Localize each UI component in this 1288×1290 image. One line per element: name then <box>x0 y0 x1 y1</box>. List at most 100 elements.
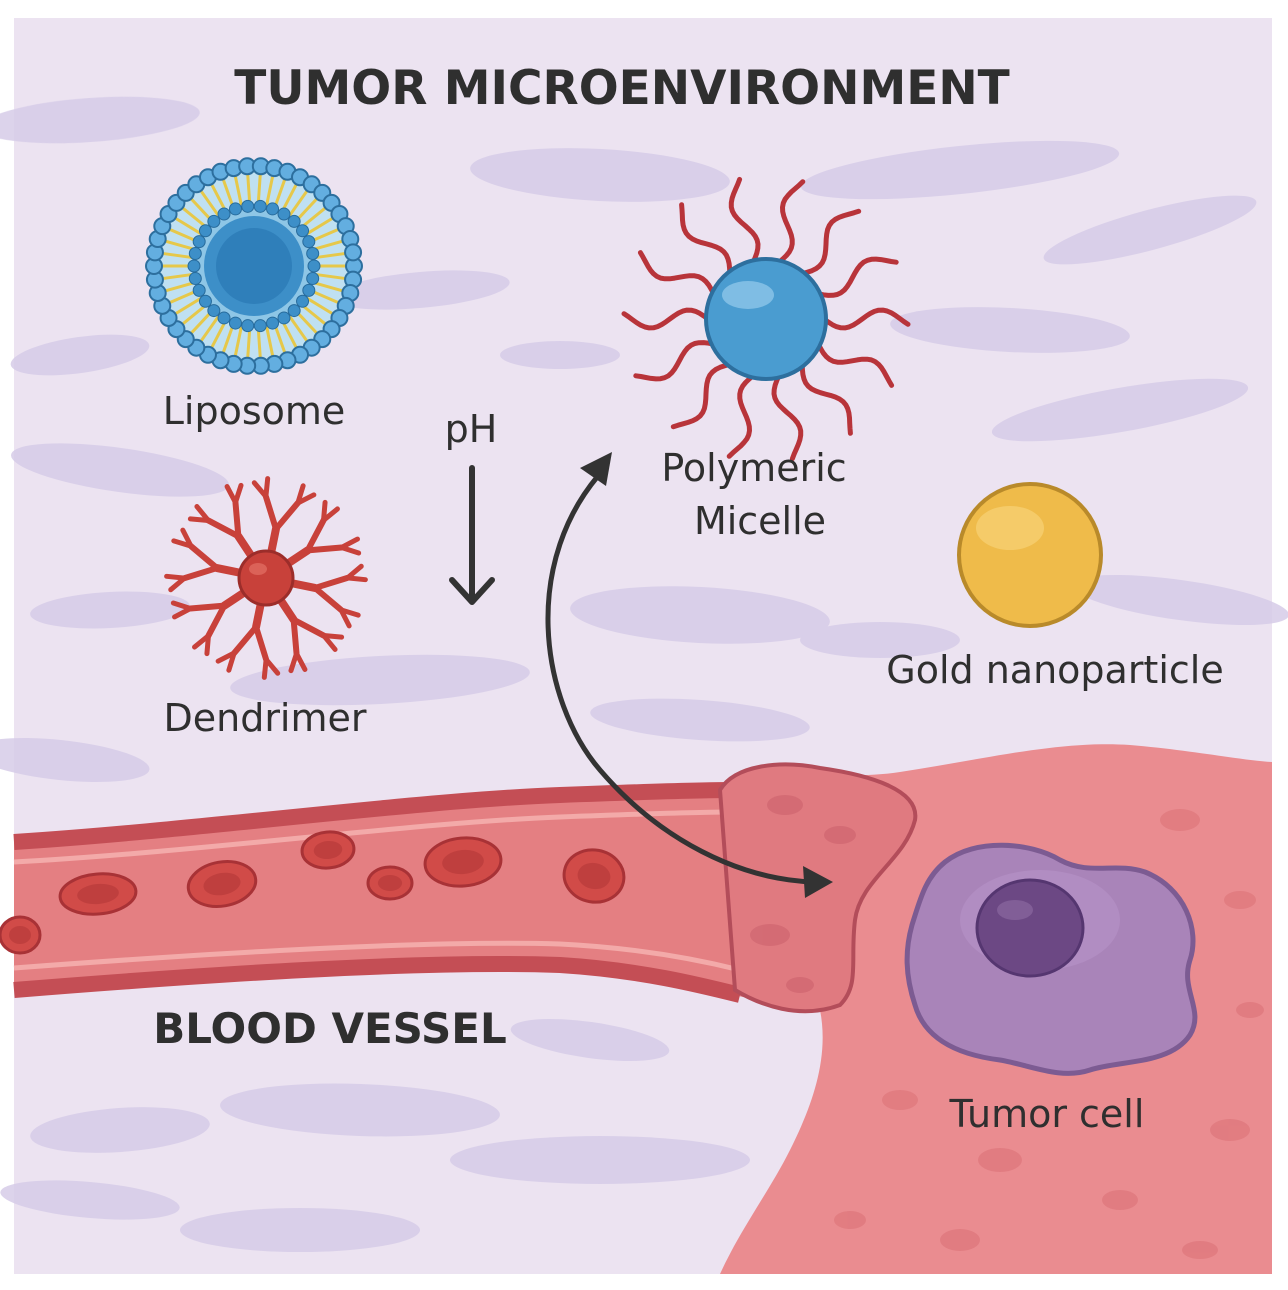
blood-vessel <box>0 782 760 1003</box>
polymer-tail <box>815 341 895 388</box>
transport-arrow <box>545 452 833 898</box>
tissue-streak <box>470 148 730 202</box>
dendrimer-twig <box>180 527 194 549</box>
rbc-center <box>313 840 343 860</box>
dendrimer-twig <box>295 492 317 506</box>
lipid-tail <box>288 315 311 346</box>
lipid-head-inner <box>207 214 221 228</box>
lipid-tail <box>171 214 202 236</box>
lipid-head-inner <box>207 304 221 318</box>
lipid-tail <box>232 171 243 206</box>
tissue-spot <box>1210 1119 1250 1141</box>
dendrimer-subbranch <box>187 543 220 572</box>
tissue-streak <box>0 1180 180 1220</box>
dendrimer-twig <box>338 607 352 629</box>
rbc-center <box>377 875 403 891</box>
lipid-tail <box>273 175 288 209</box>
tissue-streak <box>570 586 830 644</box>
dendrimer-subbranch <box>312 574 351 591</box>
lipid-tail <box>220 175 235 209</box>
polymer-tail <box>726 373 756 459</box>
junction-spots <box>750 795 856 993</box>
dendrimer-core <box>237 549 295 607</box>
lipid-tail <box>165 226 198 243</box>
micelle-label-line1: Polymeric <box>661 446 846 490</box>
lipid-head-inner <box>241 199 255 213</box>
tumor-tissue-spots <box>834 809 1264 1259</box>
tissue-spot <box>1102 1190 1138 1210</box>
lipid-head-inner <box>228 202 242 216</box>
lipid-tail <box>306 296 337 318</box>
transport-arrow-curve <box>545 466 816 885</box>
dendrimer-subbranch <box>290 616 300 657</box>
tissue-streak <box>30 591 190 629</box>
dendrimer-twig <box>339 544 362 556</box>
dendrimer-twig <box>215 650 237 664</box>
polymer-tail <box>633 340 717 382</box>
polymer-tail <box>728 176 761 265</box>
polymer-tail <box>771 373 804 462</box>
dendrimer-subbranch <box>187 602 228 612</box>
tissue-streak <box>0 96 200 144</box>
dendrimer-subbranch <box>231 624 260 657</box>
lipid-head-inner <box>287 304 301 318</box>
lipid-head-inner <box>188 247 202 261</box>
lipid-tail <box>288 186 311 217</box>
lipid-head-inner <box>217 207 231 221</box>
polymer-tail <box>621 307 711 331</box>
tissue-spot <box>834 1211 866 1229</box>
gold-nanoparticle-label: Gold nanoparticle <box>886 648 1223 692</box>
dendrimer-subbranch <box>232 499 242 540</box>
lipid-head-inner <box>228 316 242 330</box>
dendrimer-subbranch <box>262 493 279 532</box>
lipid-tail <box>295 310 321 338</box>
lipid-tail <box>158 272 193 281</box>
polymer-tail <box>821 307 911 331</box>
tissue-streak <box>180 1208 420 1252</box>
lipid-tail <box>208 180 227 212</box>
liposome-core-center <box>216 228 292 304</box>
lipid-tail <box>158 251 193 260</box>
dendrimer-twig <box>344 575 368 583</box>
red-blood-cell <box>423 836 503 888</box>
gold-highlight <box>976 506 1044 550</box>
red-blood-cell <box>0 915 42 955</box>
ph-label: pH <box>445 407 498 451</box>
dendrimer-highlight <box>249 563 267 575</box>
red-blood-cell <box>58 872 138 916</box>
lipid-tail <box>171 296 202 318</box>
lipid-tail <box>187 310 213 338</box>
lipid-head-outer <box>344 243 363 262</box>
lipid-head-inner <box>198 294 212 308</box>
lipid-tail <box>310 226 343 243</box>
rbc-center <box>203 872 241 896</box>
lipid-tail <box>161 238 195 251</box>
dendrimer-twig <box>164 573 188 581</box>
lipid-tail <box>208 320 227 352</box>
lipid-head-inner <box>192 235 206 249</box>
lipid-tail <box>245 170 252 205</box>
lipid-tail <box>265 326 276 361</box>
micelle-highlight <box>722 281 774 309</box>
lipid-tail <box>295 194 321 222</box>
lipid-tail <box>301 303 330 328</box>
tissue-streak <box>450 1136 750 1184</box>
liposome <box>145 157 363 375</box>
dendrimer-subbranch <box>304 544 345 554</box>
lipid-tail <box>313 281 347 294</box>
red-blood-cells <box>0 830 626 955</box>
transport-arrowhead-up <box>580 452 612 486</box>
lipid-tail <box>281 320 300 352</box>
tissue-streak <box>800 622 960 658</box>
gold-sphere <box>957 482 1103 628</box>
dendrimer-twig <box>288 651 300 674</box>
lipid-head-inner <box>277 207 291 221</box>
tissue-streak <box>510 1018 670 1062</box>
polymer-tail <box>679 202 733 277</box>
tissue-streak <box>1043 195 1257 265</box>
vessel-upper-inner <box>13 809 731 865</box>
dendrimer-subbranch <box>304 517 327 554</box>
tissue-streak <box>30 1107 210 1153</box>
lipid-tail <box>315 251 350 260</box>
lipid-head-inner <box>296 294 310 308</box>
